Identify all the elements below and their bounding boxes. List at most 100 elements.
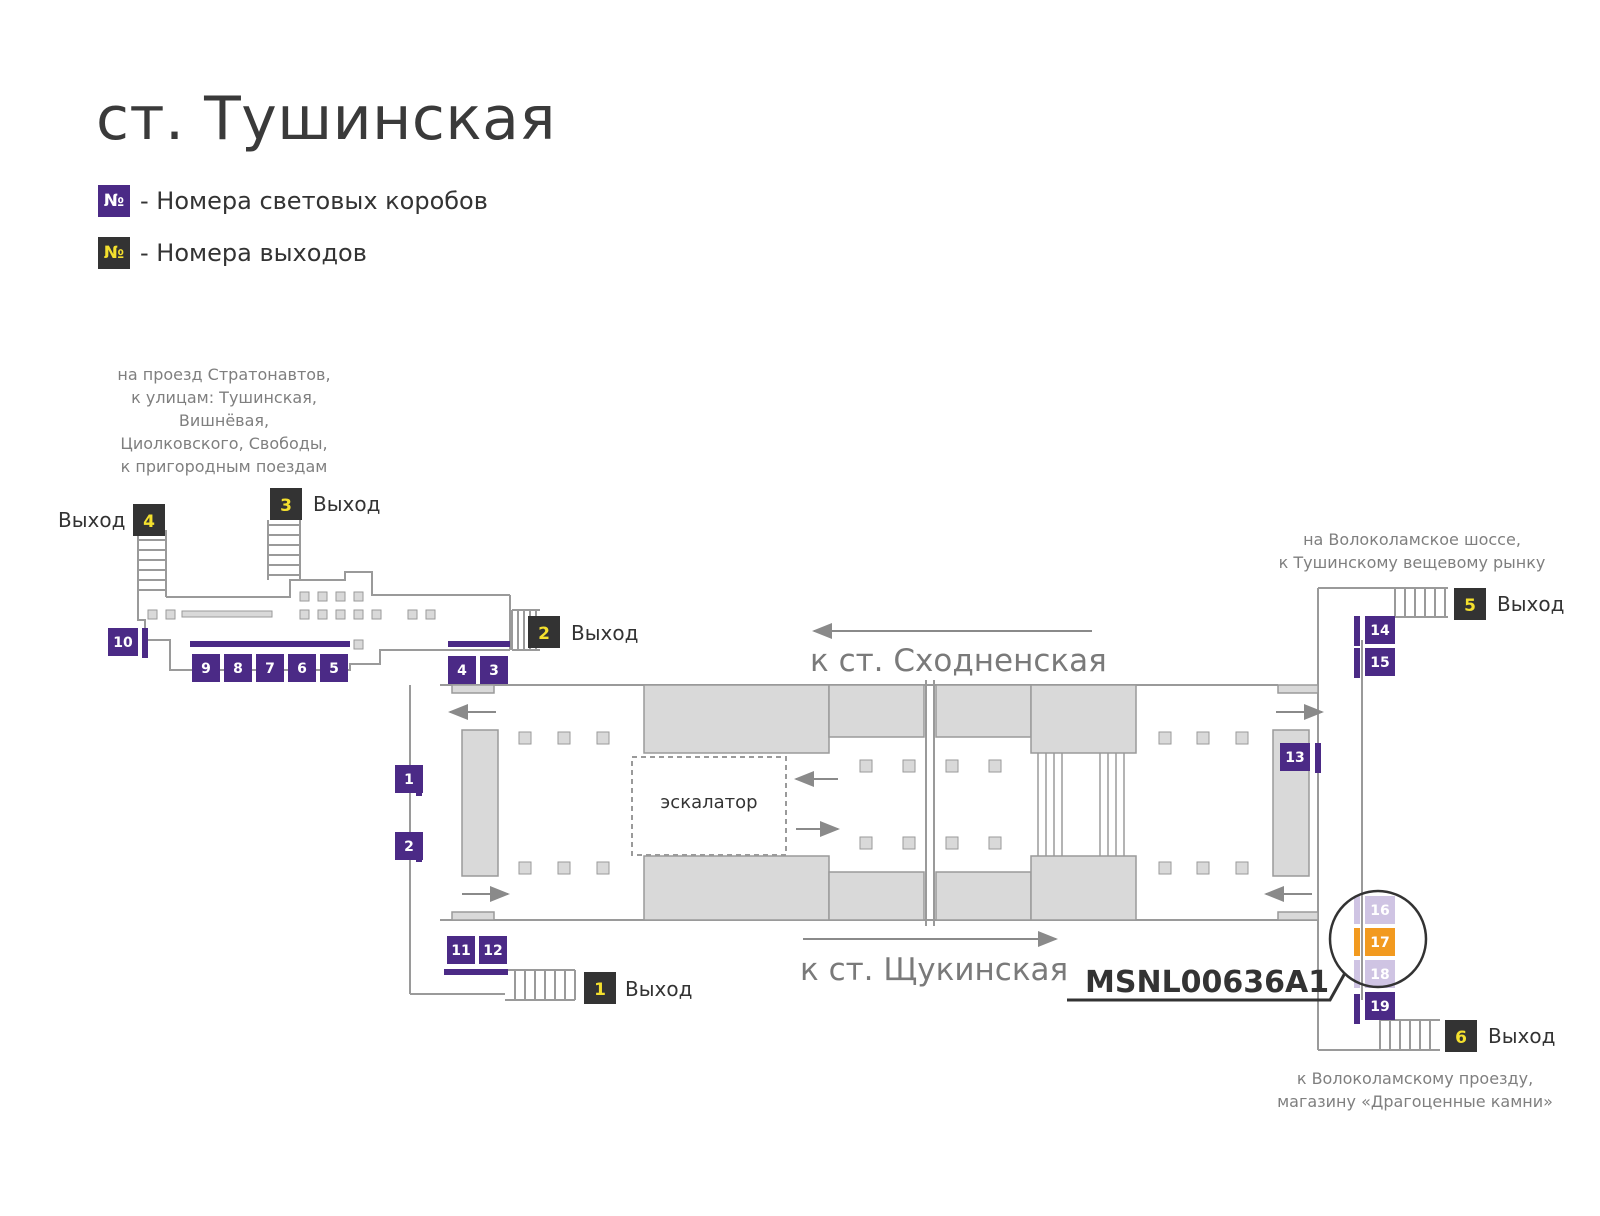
escalator-arrows: [794, 771, 840, 837]
svg-text:6: 6: [1455, 1028, 1467, 1048]
exit-2: 2 Выход: [528, 616, 638, 648]
light-box: 1: [395, 765, 423, 793]
light-boxes: 1 2 3 4 5 6 7 8 9 10 11 12 13 14 15 16 1…: [108, 616, 1395, 1020]
note-top-right: на Волоколамское шоссе, к Тушинскому вещ…: [1279, 530, 1546, 572]
svg-text:10: 10: [113, 635, 133, 651]
svg-text:на Волоколамское шоссе,: на Волоколамское шоссе,: [1303, 530, 1521, 549]
svg-text:11: 11: [451, 943, 470, 959]
exit-6: 6 Выход: [1445, 1020, 1555, 1052]
svg-text:4: 4: [457, 663, 467, 679]
svg-text:3: 3: [280, 496, 292, 516]
light-box: 5: [320, 654, 348, 682]
note-bottom-right: к Волоколамскому проезду, магазину «Драг…: [1277, 1069, 1553, 1111]
svg-text:Выход: Выход: [1488, 1024, 1555, 1048]
svg-text:13: 13: [1285, 750, 1304, 766]
stairs-exit-5: [1385, 587, 1448, 618]
svg-text:к Тушинскому вещевому рынку: к Тушинскому вещевому рынку: [1279, 553, 1546, 572]
escalator-area: [631, 756, 787, 856]
svg-text:9: 9: [201, 661, 211, 677]
stairs-exit-1: [505, 969, 576, 1001]
light-box: 19: [1365, 992, 1395, 1020]
svg-text:12: 12: [483, 943, 502, 959]
svg-text:Выход: Выход: [313, 492, 380, 516]
light-box: 11: [447, 936, 475, 964]
legend-box-row: № - Номера световых коробов: [98, 185, 488, 217]
left-vestibule: [137, 520, 511, 671]
svg-text:1: 1: [404, 772, 414, 788]
light-box-faded: 16: [1365, 896, 1395, 924]
box-code-label: MSNL00636A1: [1085, 965, 1329, 1000]
svg-text:Вишнёвая,: Вишнёвая,: [179, 411, 269, 430]
light-box: 2: [395, 832, 423, 860]
svg-text:к пригородным поездам: к пригородным поездам: [121, 457, 328, 476]
svg-text:18: 18: [1370, 967, 1389, 983]
light-box: 9: [192, 654, 220, 682]
page-title: ст. Тушинская: [96, 84, 556, 154]
svg-text:Выход: Выход: [58, 508, 125, 532]
legend-box-label: - Номера световых коробов: [140, 187, 488, 215]
svg-text:Выход: Выход: [625, 977, 692, 1001]
direction-north: к ст. Сходненская: [810, 643, 1107, 679]
svg-text:магазину «Драгоценные камни»: магазину «Драгоценные камни»: [1277, 1092, 1553, 1111]
callout-line: [1067, 972, 1347, 1002]
note-top-left: на проезд Стратонавтов, к улицам: Тушинс…: [117, 365, 330, 476]
light-box: 12: [479, 936, 507, 964]
svg-text:Выход: Выход: [571, 621, 638, 645]
svg-text:6: 6: [297, 661, 307, 677]
svg-text:5: 5: [1464, 596, 1476, 616]
direction-arrows: [803, 623, 1092, 947]
svg-text:2: 2: [538, 624, 550, 644]
vestibule-pillars: [147, 591, 436, 650]
exit-badges: 1 Выход 2 Выход 3 Выход 4 Выход 5 Выход …: [58, 488, 1564, 1052]
legend-exit-label: - Номера выходов: [140, 239, 367, 267]
stairs-exit-3: [268, 524, 300, 576]
svg-text:1: 1: [594, 980, 606, 1000]
highlight-circle: [1328, 889, 1428, 989]
svg-text:8: 8: [233, 661, 243, 677]
light-box: 15: [1365, 648, 1395, 676]
hall-pillars: [518, 731, 1249, 875]
light-box: 3: [480, 656, 508, 684]
passage-arrows: [448, 704, 1324, 902]
light-box-faded: 18: [1365, 960, 1395, 988]
exit-3: 3 Выход: [270, 488, 380, 520]
light-box: 7: [256, 654, 284, 682]
svg-text:19: 19: [1370, 999, 1389, 1015]
escalator-label: эскалатор: [660, 792, 757, 813]
svg-text:14: 14: [1370, 623, 1390, 639]
light-box-highlighted: 17: [1365, 928, 1395, 956]
svg-text:Циолковского, Свободы,: Циолковского, Свободы,: [120, 434, 327, 453]
svg-text:15: 15: [1370, 655, 1389, 671]
svg-text:5: 5: [329, 661, 339, 677]
exit-4: 4 Выход: [58, 504, 165, 536]
svg-text:17: 17: [1370, 935, 1389, 951]
direction-south: к ст. Щукинская: [800, 952, 1068, 988]
legend-exit-row: № - Номера выходов: [98, 237, 367, 269]
light-box: 14: [1365, 616, 1395, 644]
stairs-exit-2: [511, 609, 540, 651]
track-blocks: [451, 684, 1319, 921]
legend-exit-swatch: №: [98, 237, 130, 269]
exit-5: 5 Выход: [1454, 588, 1564, 620]
svg-text:к Волоколамскому проезду,: к Волоколамскому проезду,: [1297, 1069, 1533, 1088]
light-box: 8: [224, 654, 252, 682]
svg-text:7: 7: [265, 661, 275, 677]
light-box: 4: [448, 656, 476, 684]
exit-1: 1 Выход: [584, 972, 692, 1004]
track-divider: [925, 680, 935, 926]
stairs-exit-6: [1379, 1019, 1440, 1051]
svg-text:Выход: Выход: [1497, 592, 1564, 616]
svg-text:2: 2: [404, 839, 414, 855]
svg-text:4: 4: [143, 512, 155, 532]
light-box: 10: [108, 628, 138, 656]
light-box: 6: [288, 654, 316, 682]
legend-box-swatch: №: [98, 185, 130, 217]
hall-stairs: [1037, 753, 1125, 856]
svg-text:3: 3: [489, 663, 499, 679]
svg-text:к улицам: Тушинская,: к улицам: Тушинская,: [131, 388, 317, 407]
light-box: 13: [1280, 743, 1310, 771]
stairs-exit-4: [138, 539, 166, 591]
svg-text:16: 16: [1370, 903, 1389, 919]
svg-text:на проезд Стратонавтов,: на проезд Стратонавтов,: [117, 365, 330, 384]
